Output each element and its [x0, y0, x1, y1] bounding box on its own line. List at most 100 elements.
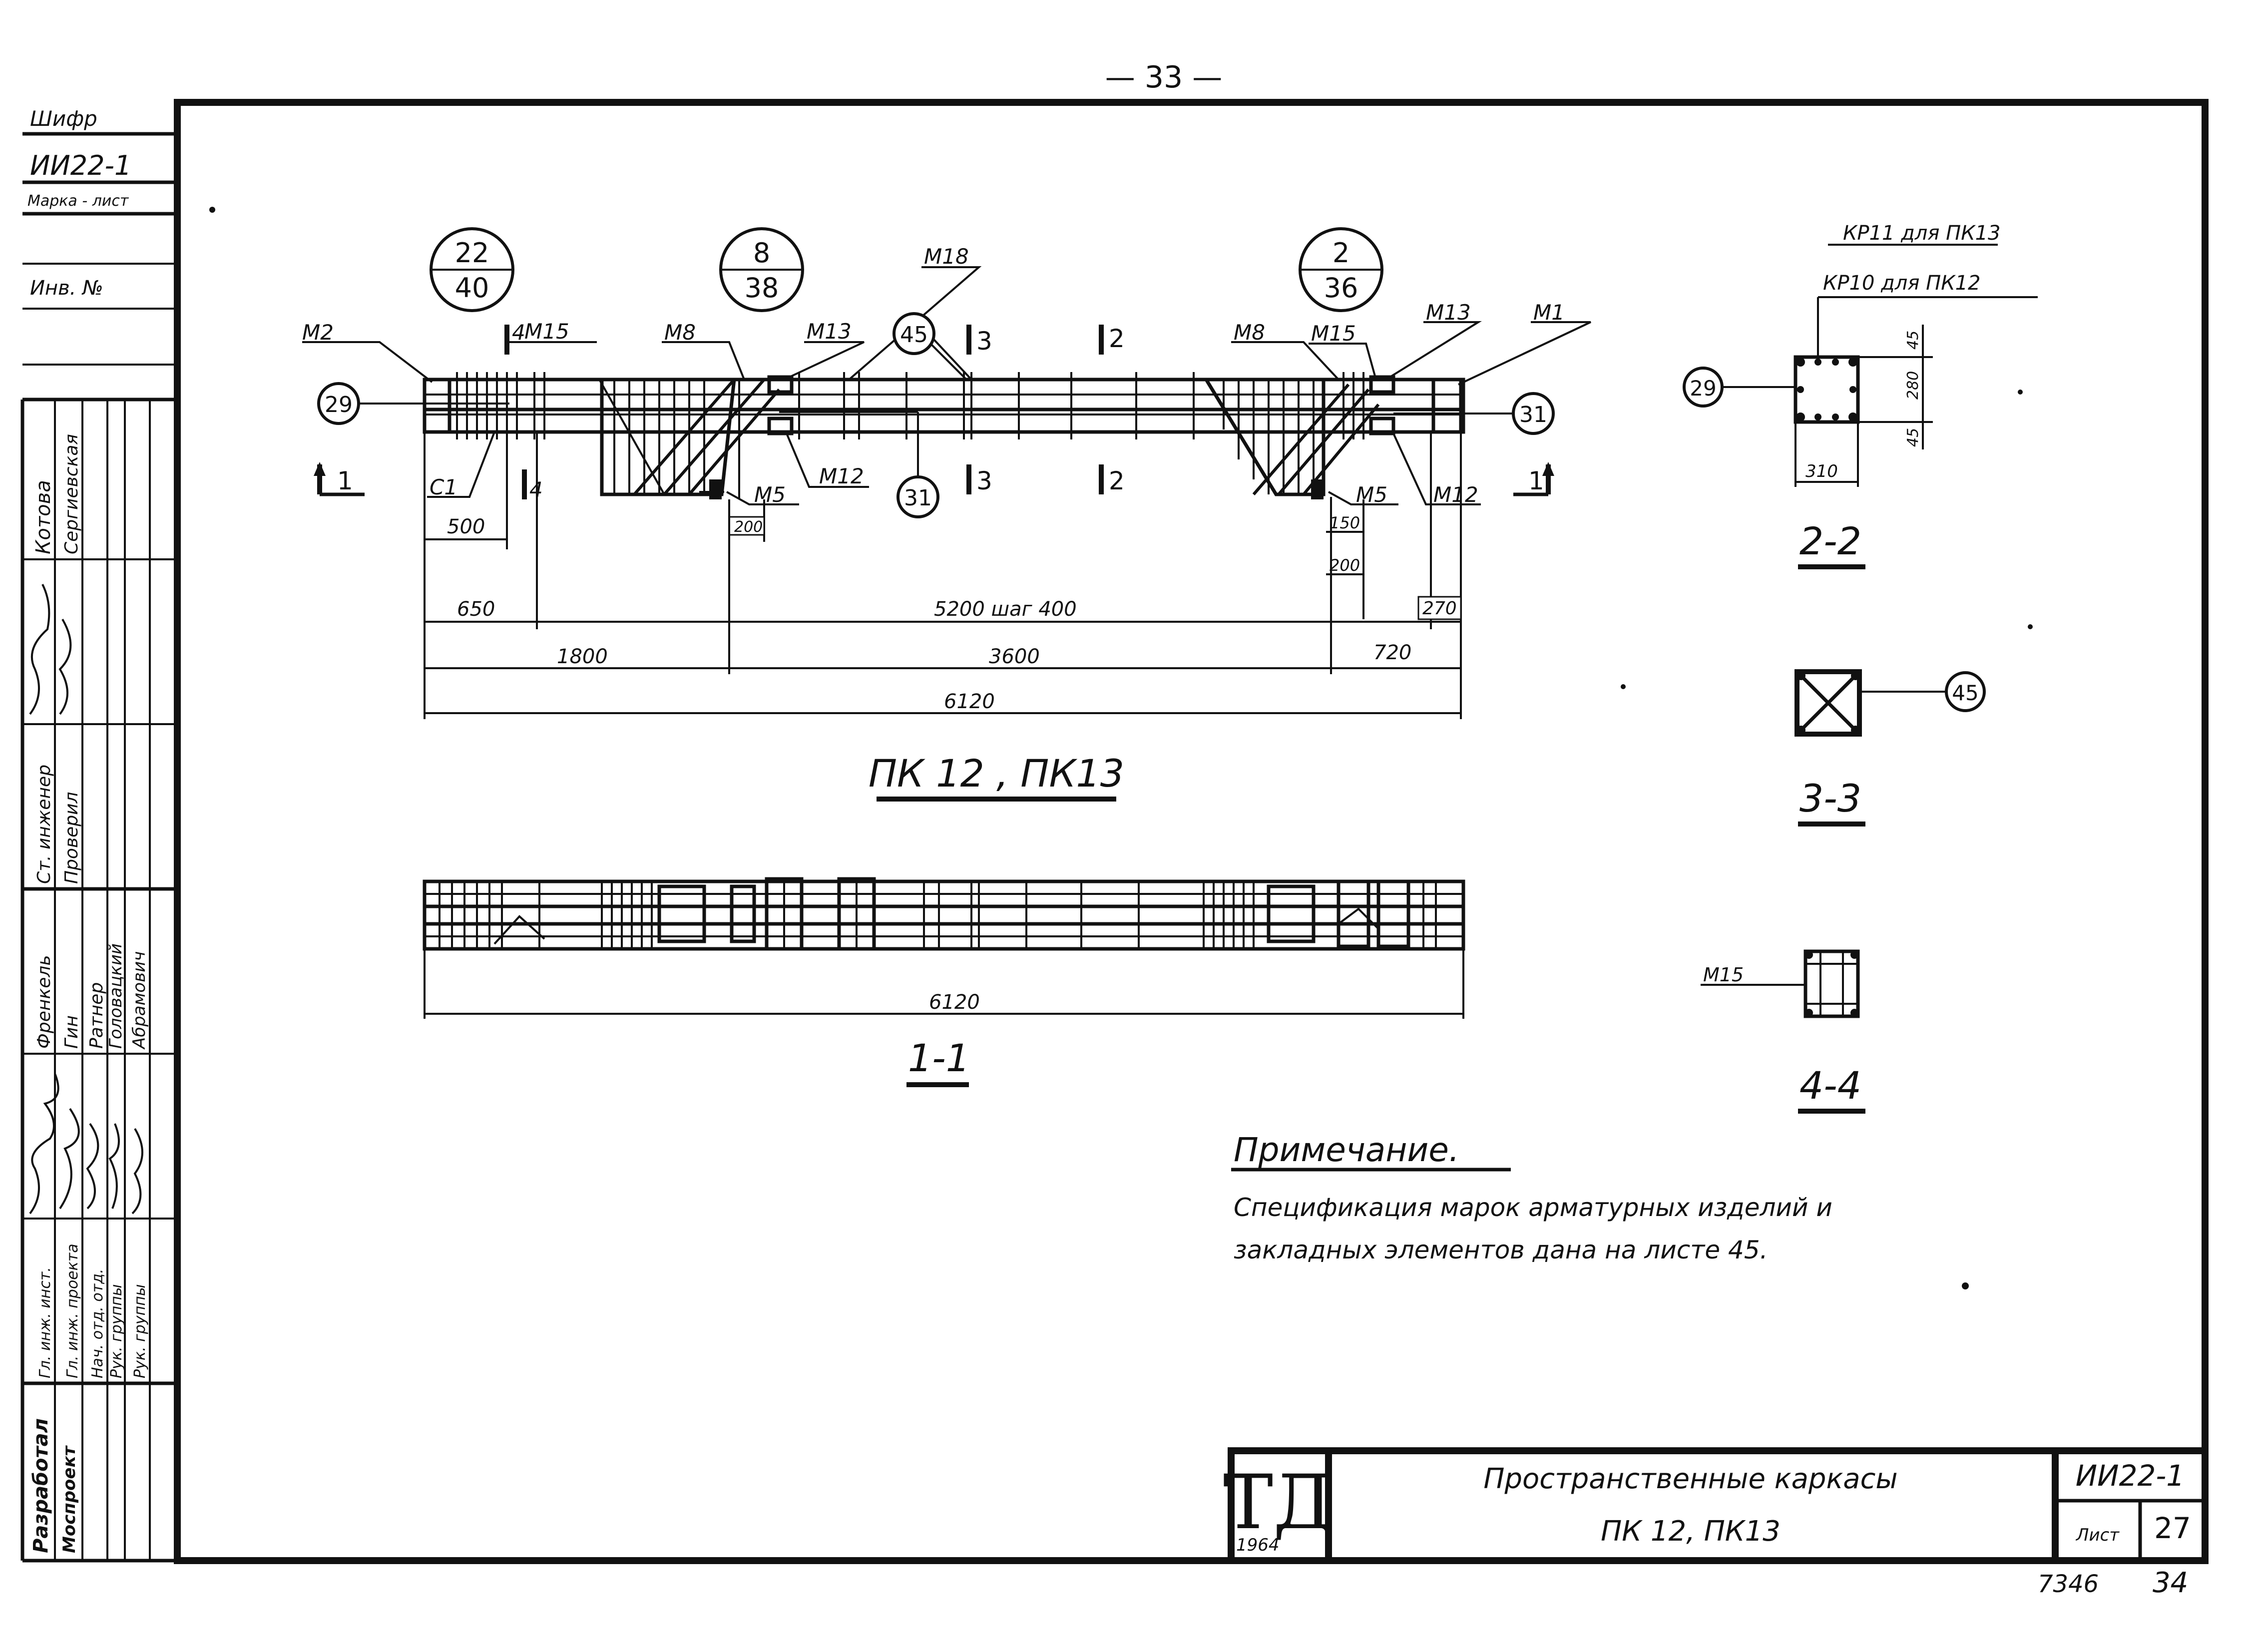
section-cut-1-left: 1 [314, 462, 365, 496]
dim-3600: 3600 [989, 645, 1040, 668]
role-6: Ст. инженер [34, 765, 54, 884]
bubble-31-right: 31 [1393, 392, 1555, 435]
section-2-bottom-num: 2 [1109, 466, 1125, 495]
dim-720: 720 [1373, 641, 1411, 664]
section-2-2-note2: КР10 для ПК12 [1823, 272, 1981, 295]
role-1: Гл. инж. инст. [36, 1267, 54, 1378]
title-block: ТД 1964 Пространственные каркасы ПК 12, … [1223, 1447, 2209, 1564]
embedded-m12-left [767, 416, 794, 435]
beam-outline [423, 378, 1465, 434]
marker-22-40: 22 40 [430, 227, 514, 312]
section-3-top-num: 3 [976, 327, 992, 356]
section-2-2-bubble: 29 [1690, 376, 1716, 401]
role-5: Рук. группы [131, 1284, 149, 1378]
bubble-31-bottom: 31 [779, 411, 939, 518]
bubble-45-top: 45 [893, 312, 972, 381]
dim-5200: 5200 шаг 400 [934, 598, 1077, 621]
embedded-m13-right [1369, 375, 1395, 394]
marker-22-40-bottom: 40 [455, 272, 489, 304]
mark-sheet-label: Марка - лист [27, 192, 129, 210]
label-m13-left: М13 [807, 319, 852, 344]
inv-no-label: Инв. № [30, 277, 103, 300]
section-4-4: М15 4-4 [1701, 949, 1865, 1114]
title-pk12-pk13: ПК 12 , ПК13 [869, 751, 1124, 796]
svg-text:31: 31 [904, 485, 932, 511]
name-1: Френкель [34, 955, 54, 1049]
dim-6120-plan: 6120 [929, 991, 980, 1014]
developer-label: Разработал [29, 1418, 52, 1553]
designer-org: Моспроект [59, 1445, 79, 1553]
page-number: — 33 — [1105, 60, 1223, 95]
cipher-label: Шифр [30, 106, 97, 131]
marker-22-40-top: 22 [455, 237, 489, 269]
section-3-3-title: 3-3 [1799, 776, 1861, 821]
label-m12-right: М12 [1433, 482, 1478, 507]
name-7: Сергиевская [61, 434, 82, 554]
section-mark-4-top: 4 [512, 320, 525, 345]
name-5: Абрамович [129, 951, 149, 1050]
label-m15-right: М15 [1311, 321, 1356, 346]
dim-1800: 1800 [557, 645, 608, 668]
label-m13-right: М13 [1426, 300, 1471, 325]
section-3-3-outline [1794, 669, 1862, 737]
section-3-3: 45 3-3 [1794, 669, 1986, 826]
name-2: Гин [61, 1015, 82, 1049]
title-block-name-line2: ПК 12, ПК13 [1601, 1515, 1781, 1548]
svg-text:29: 29 [325, 392, 353, 417]
section-3-3-bubble: 45 [1952, 681, 1978, 705]
label-m5-right: М5 [1356, 482, 1387, 507]
role-3: Нач. отд. отд. [89, 1269, 106, 1379]
section-cut-1-right: 1 [1513, 462, 1554, 496]
label-m12-left: М12 [819, 464, 864, 488]
dim-200-left: 200 [734, 518, 763, 536]
svg-text:31: 31 [1519, 402, 1547, 427]
name-3: Ратнер [86, 982, 107, 1049]
end-plate-left [423, 378, 451, 434]
svg-text:45: 45 [900, 322, 928, 348]
label-m15-left: М15 [524, 319, 569, 344]
section-2-2: КР11 для ПК13 КР10 для ПК12 29 45 280 45… [1683, 222, 2038, 569]
section-2-2-title: 2-2 [1799, 519, 1861, 563]
dim-270: 270 [1422, 598, 1457, 619]
marker-8-38-top: 8 [753, 237, 770, 269]
dim-6120-top: 6120 [944, 690, 995, 713]
left-gusset [598, 379, 781, 499]
marker-2-36: 2 36 [1299, 227, 1383, 312]
section-2-top-num: 2 [1109, 324, 1125, 353]
label-c1: С1 [430, 475, 457, 499]
title-block-sheet-label: Лист [2075, 1525, 2120, 1545]
label-m5-left: М5 [754, 482, 786, 507]
note-heading: Примечание. [1234, 1131, 1459, 1169]
name-4: Головацкий [106, 943, 126, 1049]
dim-650: 650 [457, 598, 495, 621]
cipher-value: ИИ22-1 [30, 150, 131, 181]
title-block-code: ИИ22-1 [2076, 1459, 2185, 1493]
svg-text:1: 1 [337, 466, 353, 495]
title-block-logo: ТД [1223, 1459, 1334, 1546]
plan-view-1-1: 6120 1-1 [423, 877, 1465, 1087]
section-3-bottom-num: 3 [976, 466, 992, 495]
svg-text:1: 1 [1528, 466, 1544, 495]
label-m8-left: М8 [664, 320, 696, 345]
note-line-2: закладных элементов дана на листе 45. [1234, 1236, 1768, 1264]
dim-200-right: 200 [1330, 556, 1360, 575]
section-4-4-title: 4-4 [1799, 1063, 1861, 1108]
note-line-1: Спецификация марок арматурных изделий и [1234, 1193, 1832, 1222]
dimensions-elevation: 500 200 150 200 650 5200 шаг 400 270 [424, 432, 1462, 719]
title-block-sheet-number: 27 [2154, 1511, 2191, 1545]
role-7: Проверил [61, 792, 82, 884]
section-4-4-label: М15 [1703, 964, 1744, 986]
section-2-2-dim-h3: 45 [1904, 428, 1922, 447]
marker-8-38-bottom: 38 [745, 272, 779, 304]
elevation-view: 22 40 8 38 2 36 М2 М15 4 М8 М13 М18 М8 М… [302, 227, 1591, 802]
regular-stirrups [798, 372, 1364, 439]
bottom-number-right: 34 [2153, 1567, 2188, 1599]
role-2: Гл. инж. проекта [64, 1243, 81, 1378]
plan-outline [423, 879, 1465, 951]
signature-1 [29, 1073, 143, 1215]
label-m2: М2 [302, 320, 334, 345]
section-2-2-dim-h2: 280 [1904, 371, 1922, 400]
end-plate-right [1431, 378, 1463, 434]
drawing-frame [174, 99, 2209, 1564]
